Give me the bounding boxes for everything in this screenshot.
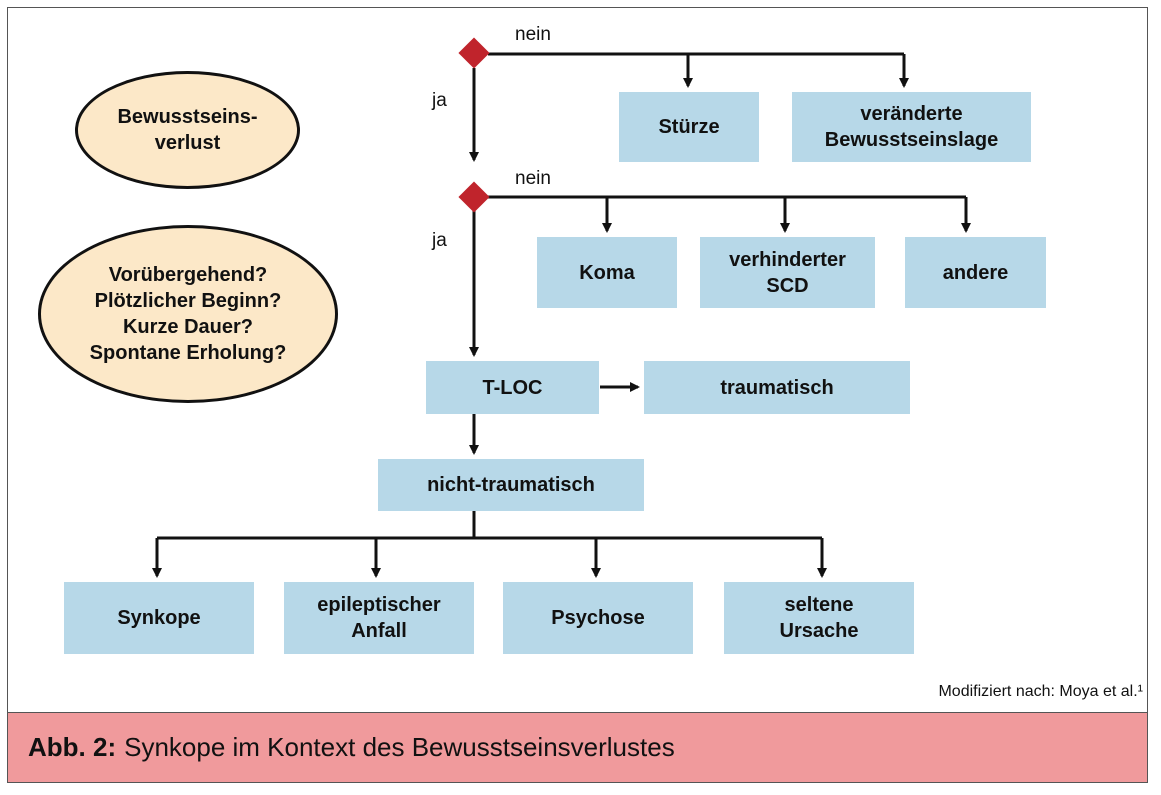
- caption-text: Synkope im Kontext des Bewusstseinsverlu…: [124, 732, 675, 762]
- box-epileptic-seizure: epileptischer Anfall: [284, 582, 474, 654]
- source-note: Modifiziert nach: Moya et al.¹: [938, 683, 1143, 700]
- figure-caption: Abb. 2: Synkope im Kontext des Bewusstse…: [7, 712, 1148, 783]
- label-yes-1: ja: [432, 90, 447, 111]
- box-traumatic: traumatisch: [644, 361, 910, 414]
- box-non-traumatic: nicht-traumatisch: [378, 459, 644, 511]
- box-rare-cause: seltene Ursache: [724, 582, 914, 654]
- oval-consciousness-loss: Bewusstseins- verlust: [75, 71, 300, 189]
- box-tloc: T-LOC: [426, 361, 599, 414]
- label-yes-2: ja: [432, 230, 447, 251]
- oval-criteria-questions: Vorübergehend? Plötzlicher Beginn? Kurze…: [38, 225, 338, 403]
- box-coma: Koma: [537, 237, 677, 308]
- decision-diamond-2: [458, 181, 490, 213]
- label-no-2: nein: [515, 168, 551, 189]
- box-psychosis: Psychose: [503, 582, 693, 654]
- box-prevented-scd: verhinderter SCD: [700, 237, 875, 308]
- box-falls: Stürze: [619, 92, 759, 162]
- caption-prefix: Abb. 2:: [28, 732, 117, 762]
- label-no-1: nein: [515, 24, 551, 45]
- box-altered-consciousness: veränderte Bewusstseinslage: [792, 92, 1031, 162]
- box-syncope: Synkope: [64, 582, 254, 654]
- decision-diamond-1: [458, 37, 490, 69]
- box-other: andere: [905, 237, 1046, 308]
